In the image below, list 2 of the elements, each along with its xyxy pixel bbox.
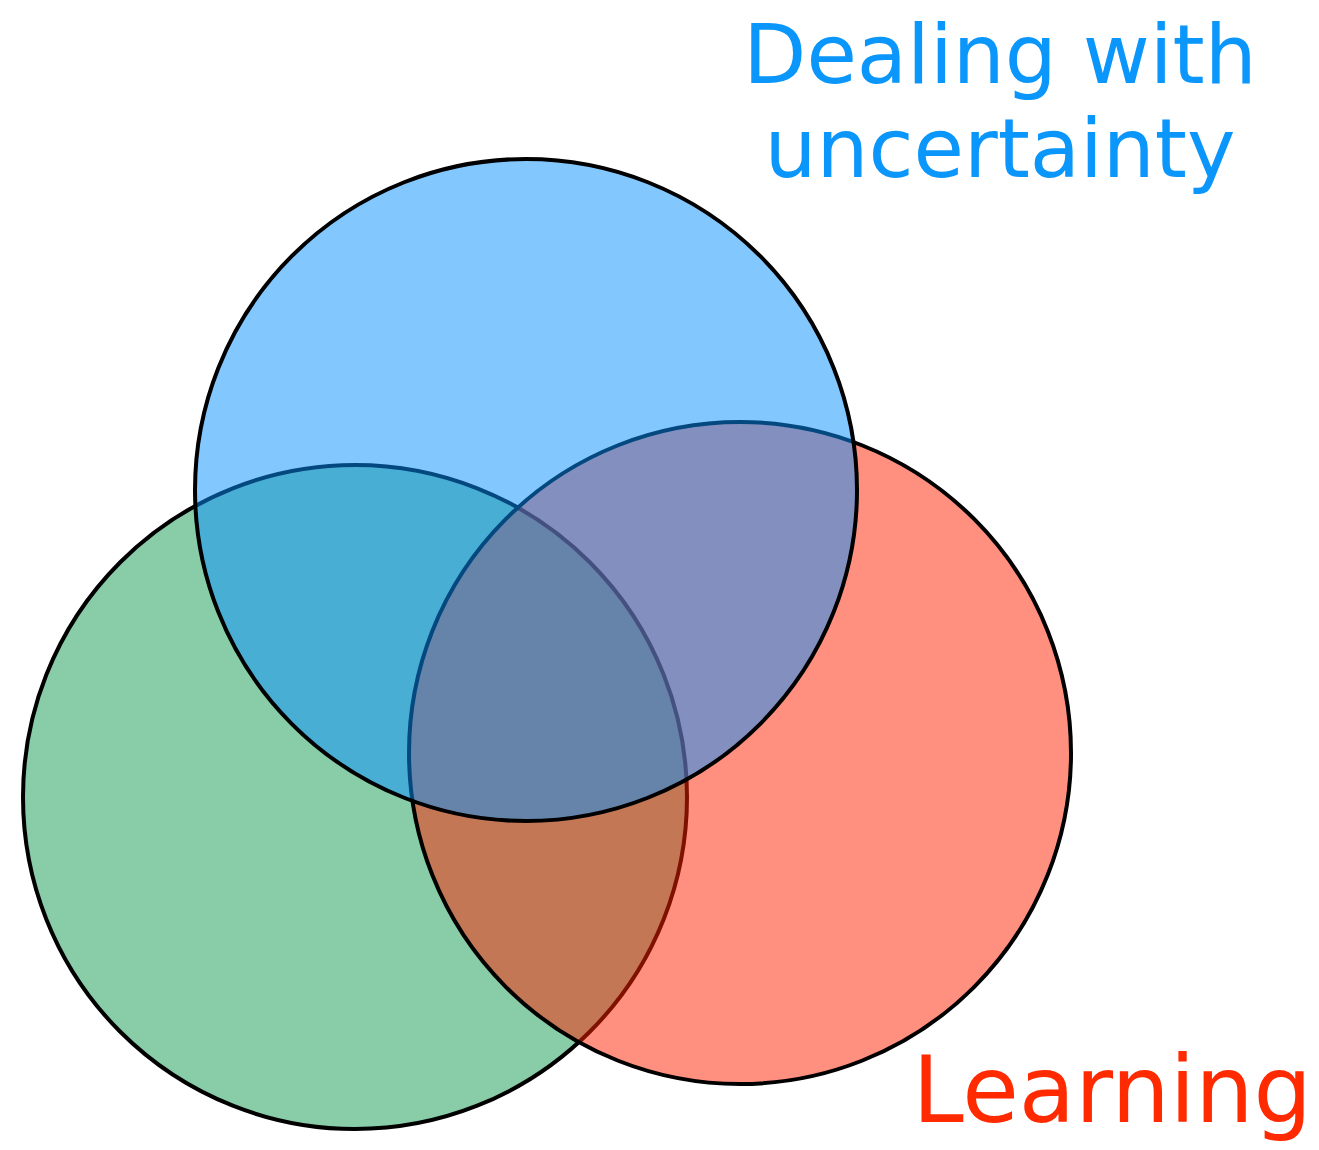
set-label: Dealing with uncertainty	[742, 8, 1258, 197]
set-label: Learning	[911, 1038, 1312, 1144]
